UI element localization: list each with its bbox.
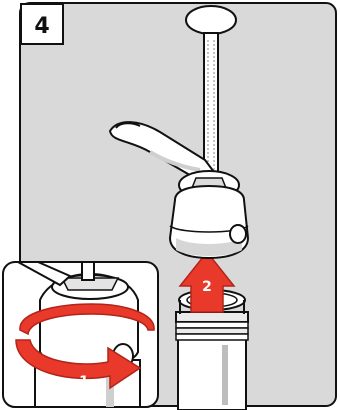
- step-badge: 4: [21, 4, 63, 44]
- inset-detail: 1: [3, 262, 158, 407]
- step-number: 4: [34, 14, 49, 39]
- arrow-up-label: 2: [202, 279, 212, 295]
- rotate-label: 1: [79, 374, 89, 390]
